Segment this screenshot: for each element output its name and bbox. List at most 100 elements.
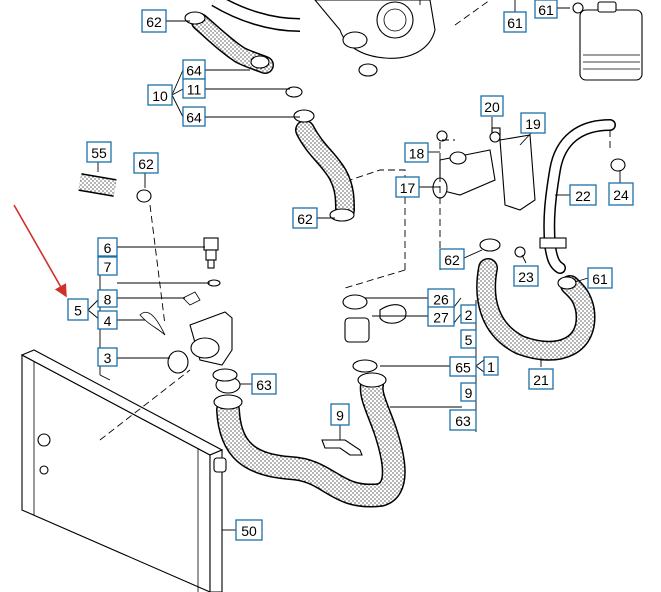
callout-box — [513, 265, 539, 287]
flange-and-seal — [342, 294, 407, 343]
callout-number: 20 — [484, 99, 500, 115]
callout-box — [97, 256, 118, 276]
callout-number: 27 — [433, 310, 449, 326]
coolant-pipe-bracket — [432, 127, 536, 211]
callout-c9a: 9 — [330, 403, 350, 426]
callout-c62d: 62 — [439, 248, 465, 270]
callout-number: 4 — [104, 313, 112, 329]
callout-c65: 65 — [449, 356, 477, 377]
callout-box — [404, 142, 429, 163]
callout-box — [330, 403, 350, 426]
hose-55 — [78, 173, 152, 203]
callout-number: 2 — [465, 307, 473, 323]
callout-number: 3 — [104, 350, 112, 366]
callout-box — [147, 84, 173, 106]
callout-c55: 55 — [86, 141, 112, 163]
callout-box — [67, 298, 89, 321]
callout-c50: 50 — [235, 519, 263, 541]
callout-number: 17 — [400, 180, 416, 196]
callout-c1: 1 — [483, 356, 499, 376]
callout-number: 62 — [146, 14, 162, 30]
callout-number: 61 — [538, 2, 554, 18]
callout-number: 62 — [297, 211, 313, 227]
callout-number: 8 — [104, 292, 112, 308]
callout-box — [141, 9, 167, 33]
callout-box — [460, 304, 477, 324]
lower-radiator-hose — [213, 372, 406, 508]
callout-box — [133, 152, 159, 174]
callout-c61a: 61 — [503, 11, 527, 33]
callout-c21: 21 — [528, 368, 554, 390]
callout-number: 63 — [455, 413, 471, 429]
callout-number: 65 — [455, 360, 471, 376]
callout-box — [483, 356, 499, 376]
callout-box — [460, 329, 477, 349]
callout-number: 64 — [186, 63, 202, 79]
callout-box — [97, 310, 118, 330]
callout-number: 23 — [518, 269, 534, 285]
callout-number: 50 — [241, 523, 257, 539]
callout-c2: 2 — [460, 304, 477, 324]
callout-c3: 3 — [97, 347, 118, 367]
callout-c9b: 9 — [460, 382, 477, 402]
callout-number: 26 — [433, 292, 449, 308]
callout-number: 62 — [138, 156, 154, 172]
callout-box — [97, 237, 118, 257]
hose-clamps — [184, 11, 626, 382]
callout-c63a: 63 — [251, 373, 277, 395]
callout-c26: 26 — [427, 288, 455, 309]
callout-number: 61 — [592, 271, 608, 287]
callout-box — [439, 248, 465, 270]
callout-number: 19 — [525, 116, 541, 132]
callout-box — [569, 184, 597, 206]
callout-number: 7 — [104, 259, 112, 275]
radiator — [20, 349, 227, 592]
callout-number: 5 — [465, 332, 473, 348]
assembly-dashed-lines — [99, 0, 611, 441]
callout-c7: 7 — [97, 256, 118, 276]
red-pointer-arrow — [13, 204, 67, 298]
callout-c61b: 61 — [534, 0, 558, 19]
callout-c5: 5 — [67, 298, 89, 321]
thermostat-housing — [314, 0, 436, 77]
callout-c4: 4 — [97, 310, 118, 330]
callout-number: 5 — [74, 303, 82, 319]
callout-box — [480, 95, 504, 117]
pipe-22 — [539, 119, 616, 274]
callout-c5b: 5 — [460, 329, 477, 349]
oil-cooler — [572, 1, 643, 81]
callout-c64b: 64 — [182, 106, 206, 127]
callout-c8: 8 — [97, 289, 118, 308]
callout-c11: 11 — [182, 78, 206, 99]
callout-box — [395, 176, 420, 198]
callout-number: 55 — [91, 145, 107, 161]
hose-clip — [321, 439, 363, 456]
coolant-flange — [139, 291, 241, 394]
callout-c24: 24 — [608, 182, 634, 206]
callout-number: 6 — [104, 240, 112, 256]
callout-c62b: 62 — [133, 152, 159, 174]
callout-c27: 27 — [427, 306, 455, 327]
callout-box — [449, 409, 477, 431]
callout-box — [427, 306, 455, 327]
callout-c17: 17 — [395, 176, 420, 198]
callout-box — [587, 267, 613, 289]
callout-c62c: 62 — [292, 207, 318, 229]
callout-number: 22 — [575, 188, 591, 204]
callout-number: 21 — [533, 372, 549, 388]
callout-c19: 19 — [520, 112, 546, 134]
callout-number: 1 — [487, 359, 495, 375]
callout-box — [534, 0, 558, 19]
callout-box — [292, 207, 318, 229]
callout-box — [86, 141, 112, 163]
callout-box — [528, 368, 554, 390]
callout-number: 10 — [152, 88, 168, 104]
callout-number: 9 — [336, 408, 344, 424]
callout-number: 24 — [613, 187, 629, 203]
callout-box — [235, 519, 263, 541]
callout-box — [608, 182, 634, 206]
callout-number: 61 — [507, 15, 523, 31]
leader-lines — [87, 0, 621, 531]
callout-number: 11 — [187, 82, 202, 98]
